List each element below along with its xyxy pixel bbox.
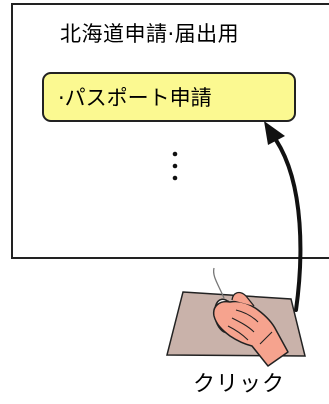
menu-item-label: ·パスポート申請 bbox=[58, 86, 212, 110]
hand-icon bbox=[212, 291, 289, 367]
passport-application-menu-item[interactable]: ·パスポート申請 bbox=[42, 72, 296, 122]
mouse-icon bbox=[212, 267, 237, 334]
click-label: クリック bbox=[193, 372, 286, 397]
mousepad-icon bbox=[166, 291, 306, 357]
window-title: 北海道申請·届出用 bbox=[60, 22, 240, 46]
application-window: 北海道申請·届出用 ·パスポート申請 bbox=[11, 3, 329, 259]
